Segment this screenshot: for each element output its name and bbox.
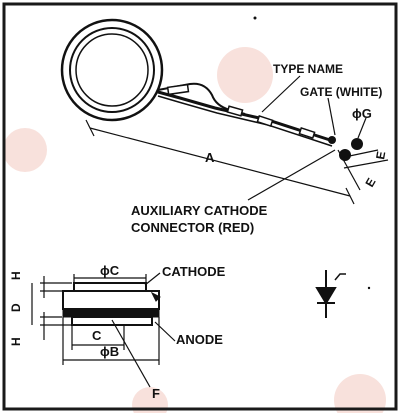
dimension-c-label: C [92, 328, 102, 343]
dimension-f-label: F [152, 386, 160, 401]
border-frame [2, 2, 398, 411]
gate-label: GATE (WHITE) [300, 85, 382, 99]
auxiliary-cathode-label-line2: CONNECTOR (RED) [131, 220, 254, 235]
stray-dot [253, 16, 257, 20]
connector-terminals [328, 136, 363, 161]
lead-wires [157, 82, 333, 147]
watermark [3, 47, 386, 418]
dimension-d-label: D [9, 303, 23, 312]
thyristor-symbol-icon [315, 270, 346, 318]
phi-c-label: ϕC [100, 263, 120, 278]
type-name-label: TYPE NAME [273, 62, 343, 76]
dimension-e-lines [337, 149, 389, 191]
phi-g-label: ϕG [352, 106, 372, 121]
disc-side-view [62, 282, 161, 326]
side-view-dimension-lines [31, 272, 176, 388]
phi-b-label: ϕB [100, 344, 119, 359]
dimension-e-label-2: E [362, 176, 378, 190]
leader-lines [247, 75, 367, 201]
dimension-a-line [85, 119, 355, 205]
stray-dot [367, 286, 371, 290]
dimension-e-label-1: E [373, 150, 388, 160]
anode-label: ANODE [176, 332, 223, 347]
dimension-a-label: A [205, 150, 215, 165]
cathode-label: CATHODE [162, 264, 226, 279]
dimension-h-bottom-label: H [9, 337, 23, 346]
dimension-h-top-label: H [9, 271, 23, 280]
disc-top-view [60, 18, 164, 122]
auxiliary-cathode-label-line1: AUXILIARY CATHODE [131, 203, 268, 218]
